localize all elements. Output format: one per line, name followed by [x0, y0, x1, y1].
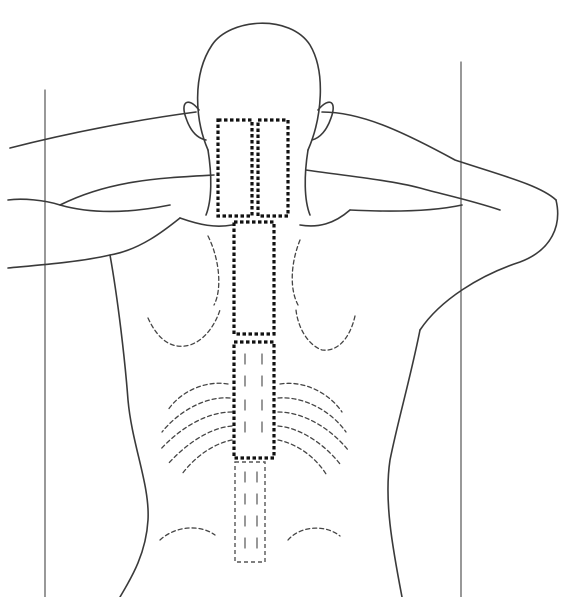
zone-upper-thoracic — [234, 222, 274, 334]
right-shoulder-blade-line — [300, 210, 350, 226]
right-rib-4 — [278, 426, 340, 464]
left-shoulder-blade-line — [180, 218, 232, 226]
left-rib-3 — [160, 412, 232, 450]
left-rib-2 — [162, 398, 230, 432]
left-rib-4 — [168, 426, 232, 464]
right-arm-upper-line — [322, 112, 556, 200]
right-arm — [306, 112, 558, 330]
left-scapula-lower — [148, 310, 220, 346]
right-ear — [312, 102, 333, 140]
left-arm-upper-line — [10, 112, 196, 148]
zone-cervical-left — [218, 120, 252, 216]
right-rib-3 — [278, 412, 348, 450]
left-arm-lower-line — [8, 175, 214, 205]
left-arm — [8, 112, 214, 268]
left-rib-1 — [168, 383, 228, 410]
right-scapula-lower — [296, 310, 355, 350]
right-lower-back-contour — [288, 528, 340, 540]
neck-right-line — [305, 150, 310, 215]
zone-cervical-right — [258, 120, 288, 216]
right-scapula-upper — [292, 240, 300, 305]
right-rib-5 — [278, 440, 326, 474]
left-underarm-line — [8, 218, 180, 268]
right-rib-2 — [278, 398, 346, 432]
right-elbow-line — [350, 205, 462, 211]
zone-lower-thoracic — [234, 342, 274, 458]
left-rib-5 — [182, 440, 232, 474]
zone-lumbar — [235, 462, 265, 562]
muscle-contours — [148, 236, 355, 540]
right-forearm-line — [420, 200, 558, 330]
vertebrae — [245, 354, 262, 548]
neck-left-line — [206, 150, 211, 215]
torso-left-outline — [110, 255, 148, 597]
torso-right-outline — [388, 330, 420, 597]
right-arm-lower-line — [306, 170, 500, 210]
left-lower-back-contour — [160, 528, 215, 540]
spine-zones — [218, 120, 288, 562]
left-elbow-line — [60, 205, 170, 211]
left-scapula-upper — [208, 236, 219, 305]
